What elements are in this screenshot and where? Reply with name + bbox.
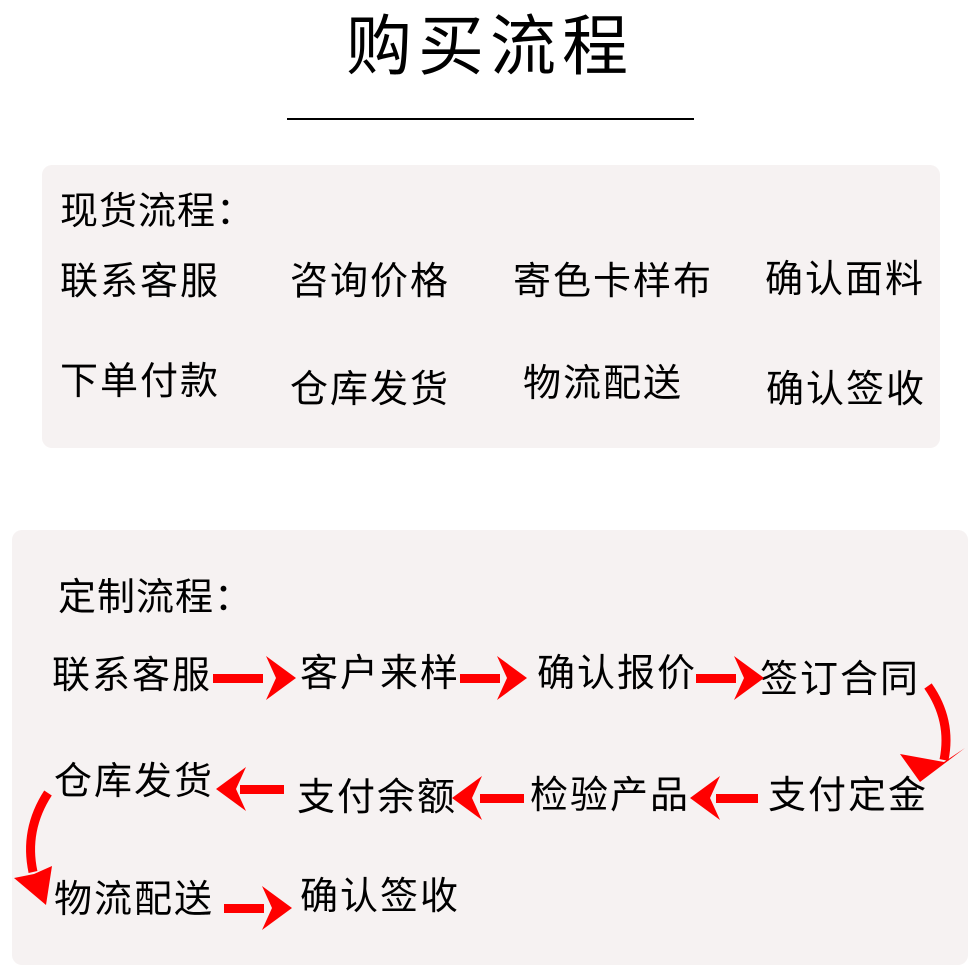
custom-step-9: 物流配送 <box>54 877 215 921</box>
stock-process-heading: 现货流程： <box>60 189 256 233</box>
custom-step-10: 确认签收 <box>300 874 461 918</box>
stock-step-5: 下单付款 <box>60 359 221 403</box>
custom-step-7: 支付余额 <box>297 775 458 819</box>
custom-step-8: 仓库发货 <box>54 759 215 803</box>
custom-step-3: 确认报价 <box>537 651 698 695</box>
custom-step-4: 签订合同 <box>760 657 921 701</box>
custom-step-5: 支付定金 <box>768 773 929 817</box>
custom-step-2: 客户来样 <box>300 651 461 695</box>
stock-step-2: 咨询价格 <box>290 259 451 303</box>
custom-process-panel <box>12 530 968 965</box>
stock-step-7: 物流配送 <box>523 361 684 405</box>
custom-process-heading: 定制流程： <box>58 575 254 619</box>
stock-step-1: 联系客服 <box>60 259 221 303</box>
stock-step-4: 确认面料 <box>765 257 926 301</box>
custom-step-1: 联系客服 <box>52 653 213 697</box>
page-title: 购买流程 <box>346 8 634 85</box>
title-underline <box>287 118 694 120</box>
stock-step-3: 寄色卡样布 <box>513 259 714 303</box>
stock-step-6: 仓库发货 <box>290 367 451 411</box>
stock-process-panel <box>42 165 940 448</box>
stock-step-8: 确认签收 <box>766 367 927 411</box>
custom-step-6: 检验产品 <box>530 773 691 817</box>
